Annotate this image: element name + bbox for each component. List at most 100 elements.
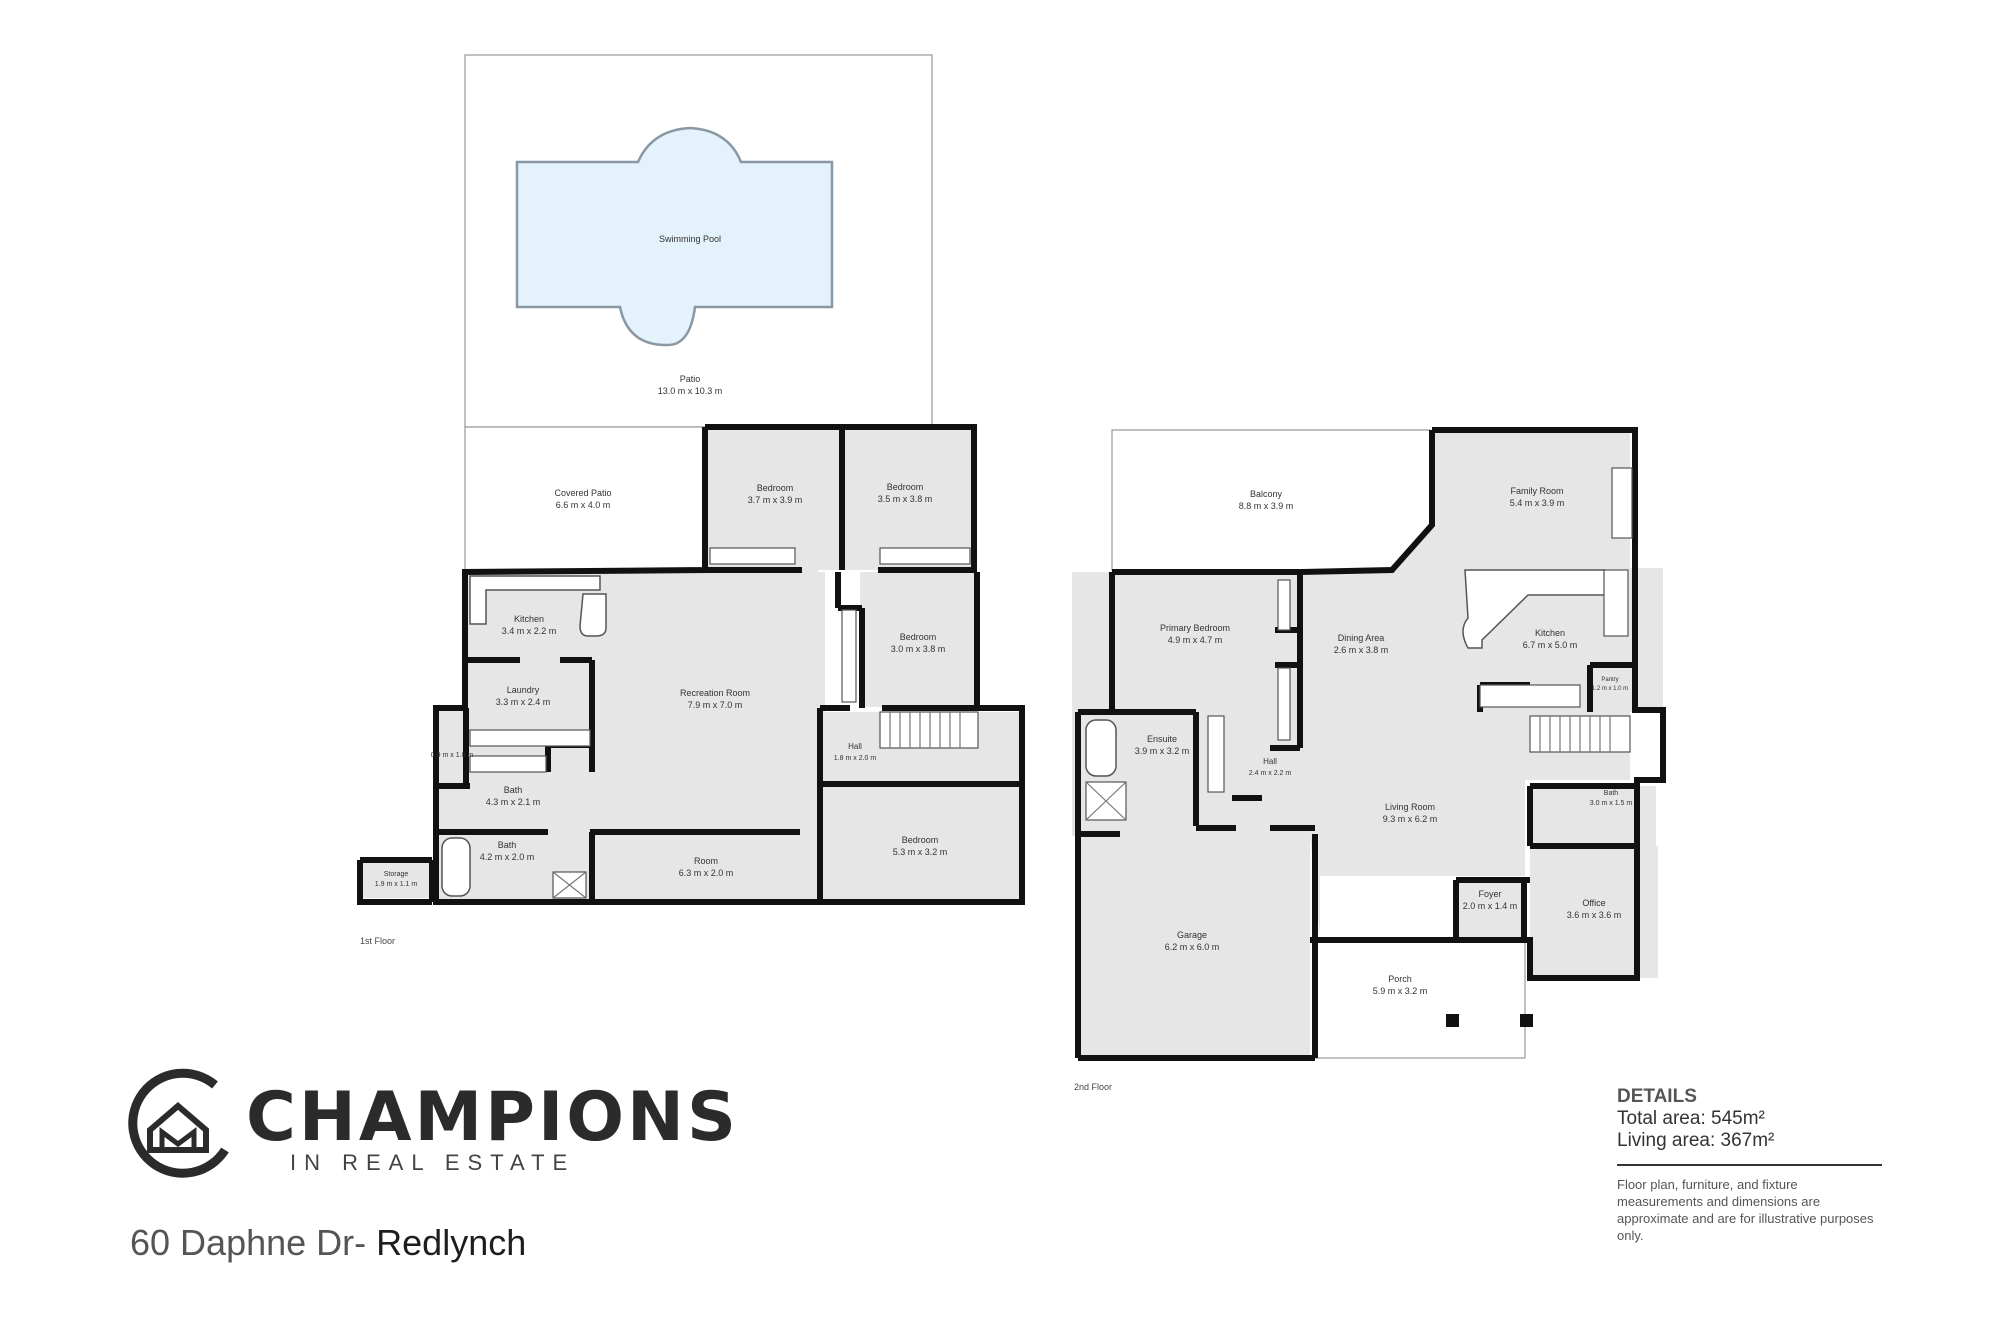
room-label: Bedroom: [902, 835, 939, 845]
room-dimension: 3.0 m x 1.5 m: [1590, 800, 1633, 807]
bath-vanity: [469, 755, 547, 773]
second-floor-stairs: [1529, 715, 1631, 753]
kitchen-island: [579, 593, 607, 637]
disclaimer-note: Floor plan, furniture, and fixture measu…: [1617, 1177, 1874, 1243]
room-dimension: 3.4 m x 2.2 m: [502, 626, 557, 636]
champions-logo-icon: [128, 1068, 229, 1178]
room-dimension: 2.6 m x 3.8 m: [1334, 645, 1389, 655]
wardrobe: [1277, 579, 1291, 631]
room-label: Foyer: [1478, 889, 1501, 899]
room-label: Bedroom: [900, 632, 937, 642]
first-floor-plan: Swimming Pool Patio 13.0 m x 10.3 m Cove…: [357, 54, 1025, 946]
room-label: Bath: [1604, 790, 1619, 797]
room-label: Patio: [680, 374, 701, 384]
swimming-pool: [515, 126, 834, 347]
total-area: Total area: 545m²: [1617, 1108, 1765, 1129]
porch-post: [1520, 1014, 1533, 1027]
floor-label: 1st Floor: [360, 936, 395, 946]
room-dimension: 3.9 m x 3.2 m: [1135, 746, 1190, 756]
room-dimension: 1.9 m x 1.1 m: [375, 881, 418, 888]
wardrobe: [841, 609, 857, 703]
room-label: Pantry: [1601, 677, 1618, 683]
room-label: Balcony: [1250, 489, 1283, 499]
second-floor-plan: Balcony 8.8 m x 3.9 m Family Room 5.4 m …: [1072, 427, 1666, 1092]
room-dimension: 1.8 m x 2.0 m: [834, 755, 877, 762]
living-area: Living area: 367m²: [1617, 1130, 1775, 1151]
details-panel: DETAILS Total area: 545m² Living area: 3…: [1617, 1086, 1882, 1244]
room-label: Family Room: [1510, 486, 1563, 496]
room-dimension: 0.9 m x 1.8 m: [431, 752, 474, 759]
brand-tagline: IN REAL ESTATE: [290, 1150, 576, 1175]
kitchen-bench: [1479, 684, 1581, 708]
room-label: Bath: [498, 840, 517, 850]
details-heading: DETAILS: [1617, 1086, 1697, 1107]
first-floor-fills: [360, 430, 1022, 902]
room-dimension: 2.4 m x 2.2 m: [1249, 770, 1292, 777]
first-floor-labels: Swimming Pool Patio 13.0 m x 10.3 m Cove…: [360, 234, 947, 946]
room-label: Hall: [848, 742, 862, 751]
wardrobe: [1277, 667, 1291, 741]
room-dimension: 9.3 m x 6.2 m: [1383, 814, 1438, 824]
kitchen-bench: [1603, 569, 1629, 637]
bathtub: [1085, 719, 1117, 777]
room-label: Swimming Pool: [659, 234, 721, 244]
second-floor-walls: [1075, 427, 1666, 1061]
room-dimension: 6.7 m x 5.0 m: [1523, 640, 1578, 650]
porch-area: [1314, 939, 1526, 1059]
room-dimension: 6.2 m x 6.0 m: [1165, 942, 1220, 952]
balcony-area: [1111, 429, 1433, 571]
first-floor-walls: [357, 424, 1025, 905]
first-floor-stairs: [879, 711, 979, 749]
room-dimension: 6.3 m x 2.0 m: [679, 868, 734, 878]
wardrobe: [879, 547, 971, 565]
room-label: Primary Bedroom: [1160, 623, 1230, 633]
wardrobe: [709, 547, 796, 565]
room-dimension: 5.3 m x 3.2 m: [893, 847, 948, 857]
bathtub: [441, 837, 471, 897]
family-unit: [1611, 467, 1633, 539]
room-label: Bath: [504, 785, 523, 795]
room-label: Bedroom: [887, 482, 924, 492]
room-dimension: 3.6 m x 3.6 m: [1567, 910, 1622, 920]
room-dimension: 3.0 m x 3.8 m: [891, 644, 946, 654]
covered-patio-area: [464, 426, 706, 572]
room-dimension: 6.6 m x 4.0 m: [556, 500, 611, 510]
room-label: Hall: [1263, 757, 1277, 766]
room-label: Kitchen: [1535, 628, 1565, 638]
room-label: Kitchen: [514, 614, 544, 624]
kitchen-counter: [469, 575, 601, 625]
address-suburb: Redlynch: [376, 1222, 527, 1263]
floor-label: 2nd Floor: [1074, 1082, 1112, 1092]
details-divider: [1617, 1164, 1882, 1166]
second-floor-labels: Balcony 8.8 m x 3.9 m Family Room 5.4 m …: [1074, 486, 1632, 1092]
ensuite-vanity: [1207, 715, 1225, 793]
room-label: Covered Patio: [554, 488, 611, 498]
room-label: Garage: [1177, 930, 1207, 940]
room-dimension: 7.9 m x 7.0 m: [688, 700, 743, 710]
room-dimension: 1.2 m x 1.0 m: [1592, 686, 1628, 692]
room-label: Storage: [384, 871, 409, 878]
room-dimension: 5.9 m x 3.2 m: [1373, 986, 1428, 996]
room-dimension: 3.5 m x 3.8 m: [878, 494, 933, 504]
room-dimension: 5.4 m x 3.9 m: [1510, 498, 1565, 508]
brand-name: CHAMPIONS: [246, 1078, 739, 1157]
room-label: Porch: [1388, 974, 1412, 984]
room-dimension: 4.2 m x 2.0 m: [480, 852, 535, 862]
address-street: 60 Daphne Dr-: [130, 1222, 367, 1263]
room-dimension: 4.9 m x 4.7 m: [1168, 635, 1223, 645]
room-dimension: 3.7 m x 3.9 m: [748, 495, 803, 505]
room-label: Dining Area: [1338, 633, 1385, 643]
room-dimension: 13.0 m x 10.3 m: [658, 386, 723, 396]
porch-post: [1446, 1014, 1459, 1027]
room-label: Office: [1582, 898, 1605, 908]
property-address: 60 Daphne Dr- Redlynch: [130, 1222, 526, 1264]
kitchen-counter: [1462, 569, 1606, 649]
room-dimension: 4.3 m x 2.1 m: [486, 797, 541, 807]
room-label: Recreation Room: [680, 688, 750, 698]
room-label: Bedroom: [757, 483, 794, 493]
room-label: Living Room: [1385, 802, 1435, 812]
room-dimension: 2.0 m x 1.4 m: [1463, 901, 1518, 911]
laundry-bench: [469, 729, 591, 747]
room-dimension: 3.3 m x 2.4 m: [496, 697, 551, 707]
